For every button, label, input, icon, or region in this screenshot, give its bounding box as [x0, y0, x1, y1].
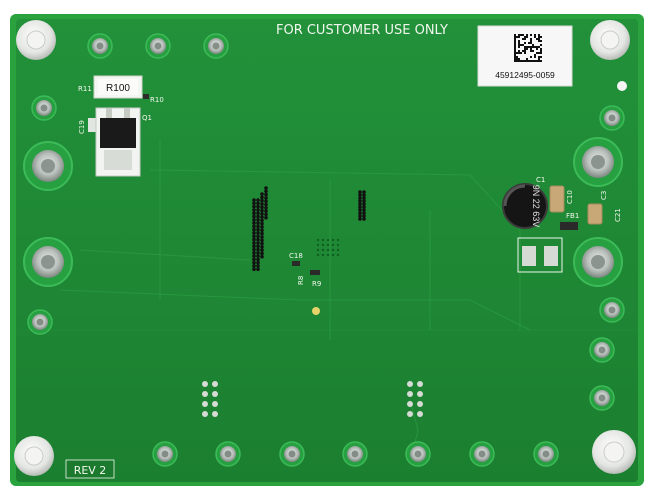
solder-pad-icon [599, 297, 625, 323]
solder-pad-icon [342, 441, 368, 467]
c1-capacitor: 9N 22 63V [502, 183, 548, 229]
solder-pad-icon [405, 441, 431, 467]
solder-pad-icon [589, 337, 615, 363]
c18-capacitor [292, 261, 300, 266]
r100-label: R100 [106, 83, 130, 94]
solder-pad-icon [469, 441, 495, 467]
solder-pad-icon [27, 309, 53, 335]
q1-transistor [95, 107, 141, 177]
solder-pad-icon [599, 105, 625, 131]
solder-pad-icon [279, 441, 305, 467]
cap-marking: 9N 22 63V [531, 185, 541, 228]
solder-pad-icon [23, 141, 73, 191]
solder-pad-icon [87, 33, 113, 59]
standoff-icon [14, 436, 54, 476]
solder-pad-icon [215, 441, 241, 467]
revision-label: REV 2 [74, 464, 107, 477]
q1-label: Q1 [142, 114, 152, 122]
c1-label: C1 [536, 176, 545, 184]
solder-pad-icon [152, 441, 178, 467]
c10-capacitor [549, 185, 565, 213]
standoff-icon [592, 430, 636, 474]
c19-capacitor [88, 118, 96, 132]
mounting-hole [617, 81, 627, 91]
r11-label: R11 [78, 85, 92, 93]
r9-resistor [310, 270, 320, 275]
customer-use-text: FOR CUSTOMER USE ONLY [276, 23, 448, 38]
r10-label: R10 [150, 96, 164, 104]
r9-label: R9 [312, 280, 321, 288]
serial-sticker: 45912495-0059 [477, 25, 573, 87]
test-pads [27, 33, 627, 467]
standoff-icon [16, 20, 56, 60]
solder-pad-icon [23, 237, 73, 287]
c21-label: C21 [614, 208, 622, 222]
c19-label: C19 [78, 120, 86, 134]
solder-pad-icon [145, 33, 171, 59]
r100-component: R100 [93, 75, 143, 99]
r10-resistor [143, 94, 149, 99]
solder-pad-icon [573, 137, 623, 187]
fiducial [312, 307, 320, 315]
revision-box [65, 459, 115, 479]
c18-label: C18 [289, 252, 303, 260]
r8-label: R8 [297, 276, 305, 285]
fb1-ferrite [560, 222, 578, 230]
datamatrix-icon [514, 34, 542, 62]
c3-label: C3 [600, 191, 608, 200]
standoff-icon [590, 20, 630, 60]
fb1-label: FB1 [566, 212, 579, 220]
solder-pad-icon [203, 33, 229, 59]
via-array [202, 186, 423, 417]
solder-pad-icon [31, 95, 57, 121]
solder-pad-icon [533, 441, 559, 467]
serial-number: 45912495-0059 [495, 70, 555, 80]
solder-pad-icon [589, 385, 615, 411]
c3-capacitor [587, 203, 603, 225]
inductor-footprint [517, 237, 563, 273]
c10-label: C10 [566, 190, 574, 204]
solder-pad-icon [573, 237, 623, 287]
